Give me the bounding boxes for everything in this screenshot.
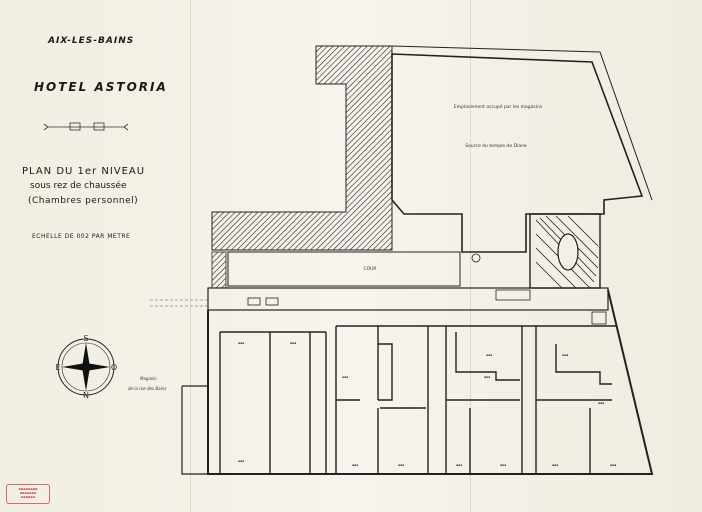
courtyard-label: COUR bbox=[363, 266, 376, 272]
magasin-sublabel: de la rue des Bains bbox=[128, 386, 166, 391]
service-corridor bbox=[207, 287, 609, 311]
plan-subtitle: sous rez de chaussée bbox=[30, 181, 127, 191]
paper-fold bbox=[470, 0, 471, 512]
svg-text:▪▪▪: ▪▪▪ bbox=[484, 375, 490, 379]
staircase bbox=[529, 213, 601, 289]
svg-text:▪▪▪: ▪▪▪ bbox=[352, 463, 358, 467]
compass-west: O bbox=[111, 363, 117, 372]
courtyard bbox=[227, 251, 461, 287]
svg-text:▪▪▪: ▪▪▪ bbox=[342, 375, 348, 379]
compass-east: E bbox=[55, 363, 60, 372]
room-tags: ▪▪▪ ▪▪▪ ▪▪▪ ▪▪▪ ▪▪▪ ▪▪▪ ▪▪▪ ▪▪▪ ▪▪▪ ▪▪▪ ▪▪▪ ▪▪… bbox=[238, 341, 616, 467]
svg-text:▪▪▪: ▪▪▪ bbox=[552, 463, 558, 467]
compass-rose: S N E O bbox=[55, 334, 117, 400]
hatched-wall bbox=[211, 45, 393, 251]
svg-text:▪▪▪: ▪▪▪ bbox=[562, 353, 568, 357]
temple-label: Source du temple de Diane bbox=[465, 143, 527, 149]
plan-note: (Chambres personnel) bbox=[28, 196, 139, 206]
svg-text:▪▪▪: ▪▪▪ bbox=[238, 459, 244, 463]
hatched-pier bbox=[211, 251, 227, 289]
compass-north: N bbox=[83, 391, 89, 400]
svg-text:▪▪▪: ▪▪▪ bbox=[486, 353, 492, 357]
magasin-label: Magasin bbox=[140, 376, 157, 381]
svg-text:▪▪▪: ▪▪▪ bbox=[598, 401, 604, 405]
svg-text:▪▪▪: ▪▪▪ bbox=[456, 463, 462, 467]
paper-fold bbox=[190, 0, 191, 512]
town-name: AIX-LES-BAINS bbox=[48, 36, 135, 46]
svg-text:▪▪▪: ▪▪▪ bbox=[238, 341, 244, 345]
shops-area bbox=[391, 53, 644, 253]
room-partitions bbox=[219, 325, 616, 474]
scale-note: ECHELLE DE 002 PAR METRE bbox=[32, 233, 131, 240]
svg-text:▪▪▪: ▪▪▪ bbox=[500, 463, 506, 467]
room-block-outline bbox=[207, 289, 654, 475]
title-ornament bbox=[43, 122, 129, 131]
compass-south: S bbox=[83, 334, 88, 343]
svg-text:▪▪▪: ▪▪▪ bbox=[290, 341, 296, 345]
shops-label: Emplacement occupé par les magasins bbox=[454, 103, 543, 110]
hotel-name: HOTEL ASTORIA bbox=[34, 80, 168, 94]
archive-stamp: ▪▪▪▪▪▪▪▪▪▪▪▪▪▪▪▪▪▪▪▪▪ bbox=[6, 484, 50, 504]
svg-text:▪▪▪: ▪▪▪ bbox=[610, 463, 616, 467]
title-block: AIX-LES-BAINS HOTEL ASTORIA PLAN DU 1er … bbox=[0, 0, 190, 300]
svg-text:▪▪▪: ▪▪▪ bbox=[398, 463, 404, 467]
plan-title: PLAN DU 1er NIVEAU bbox=[22, 166, 146, 177]
